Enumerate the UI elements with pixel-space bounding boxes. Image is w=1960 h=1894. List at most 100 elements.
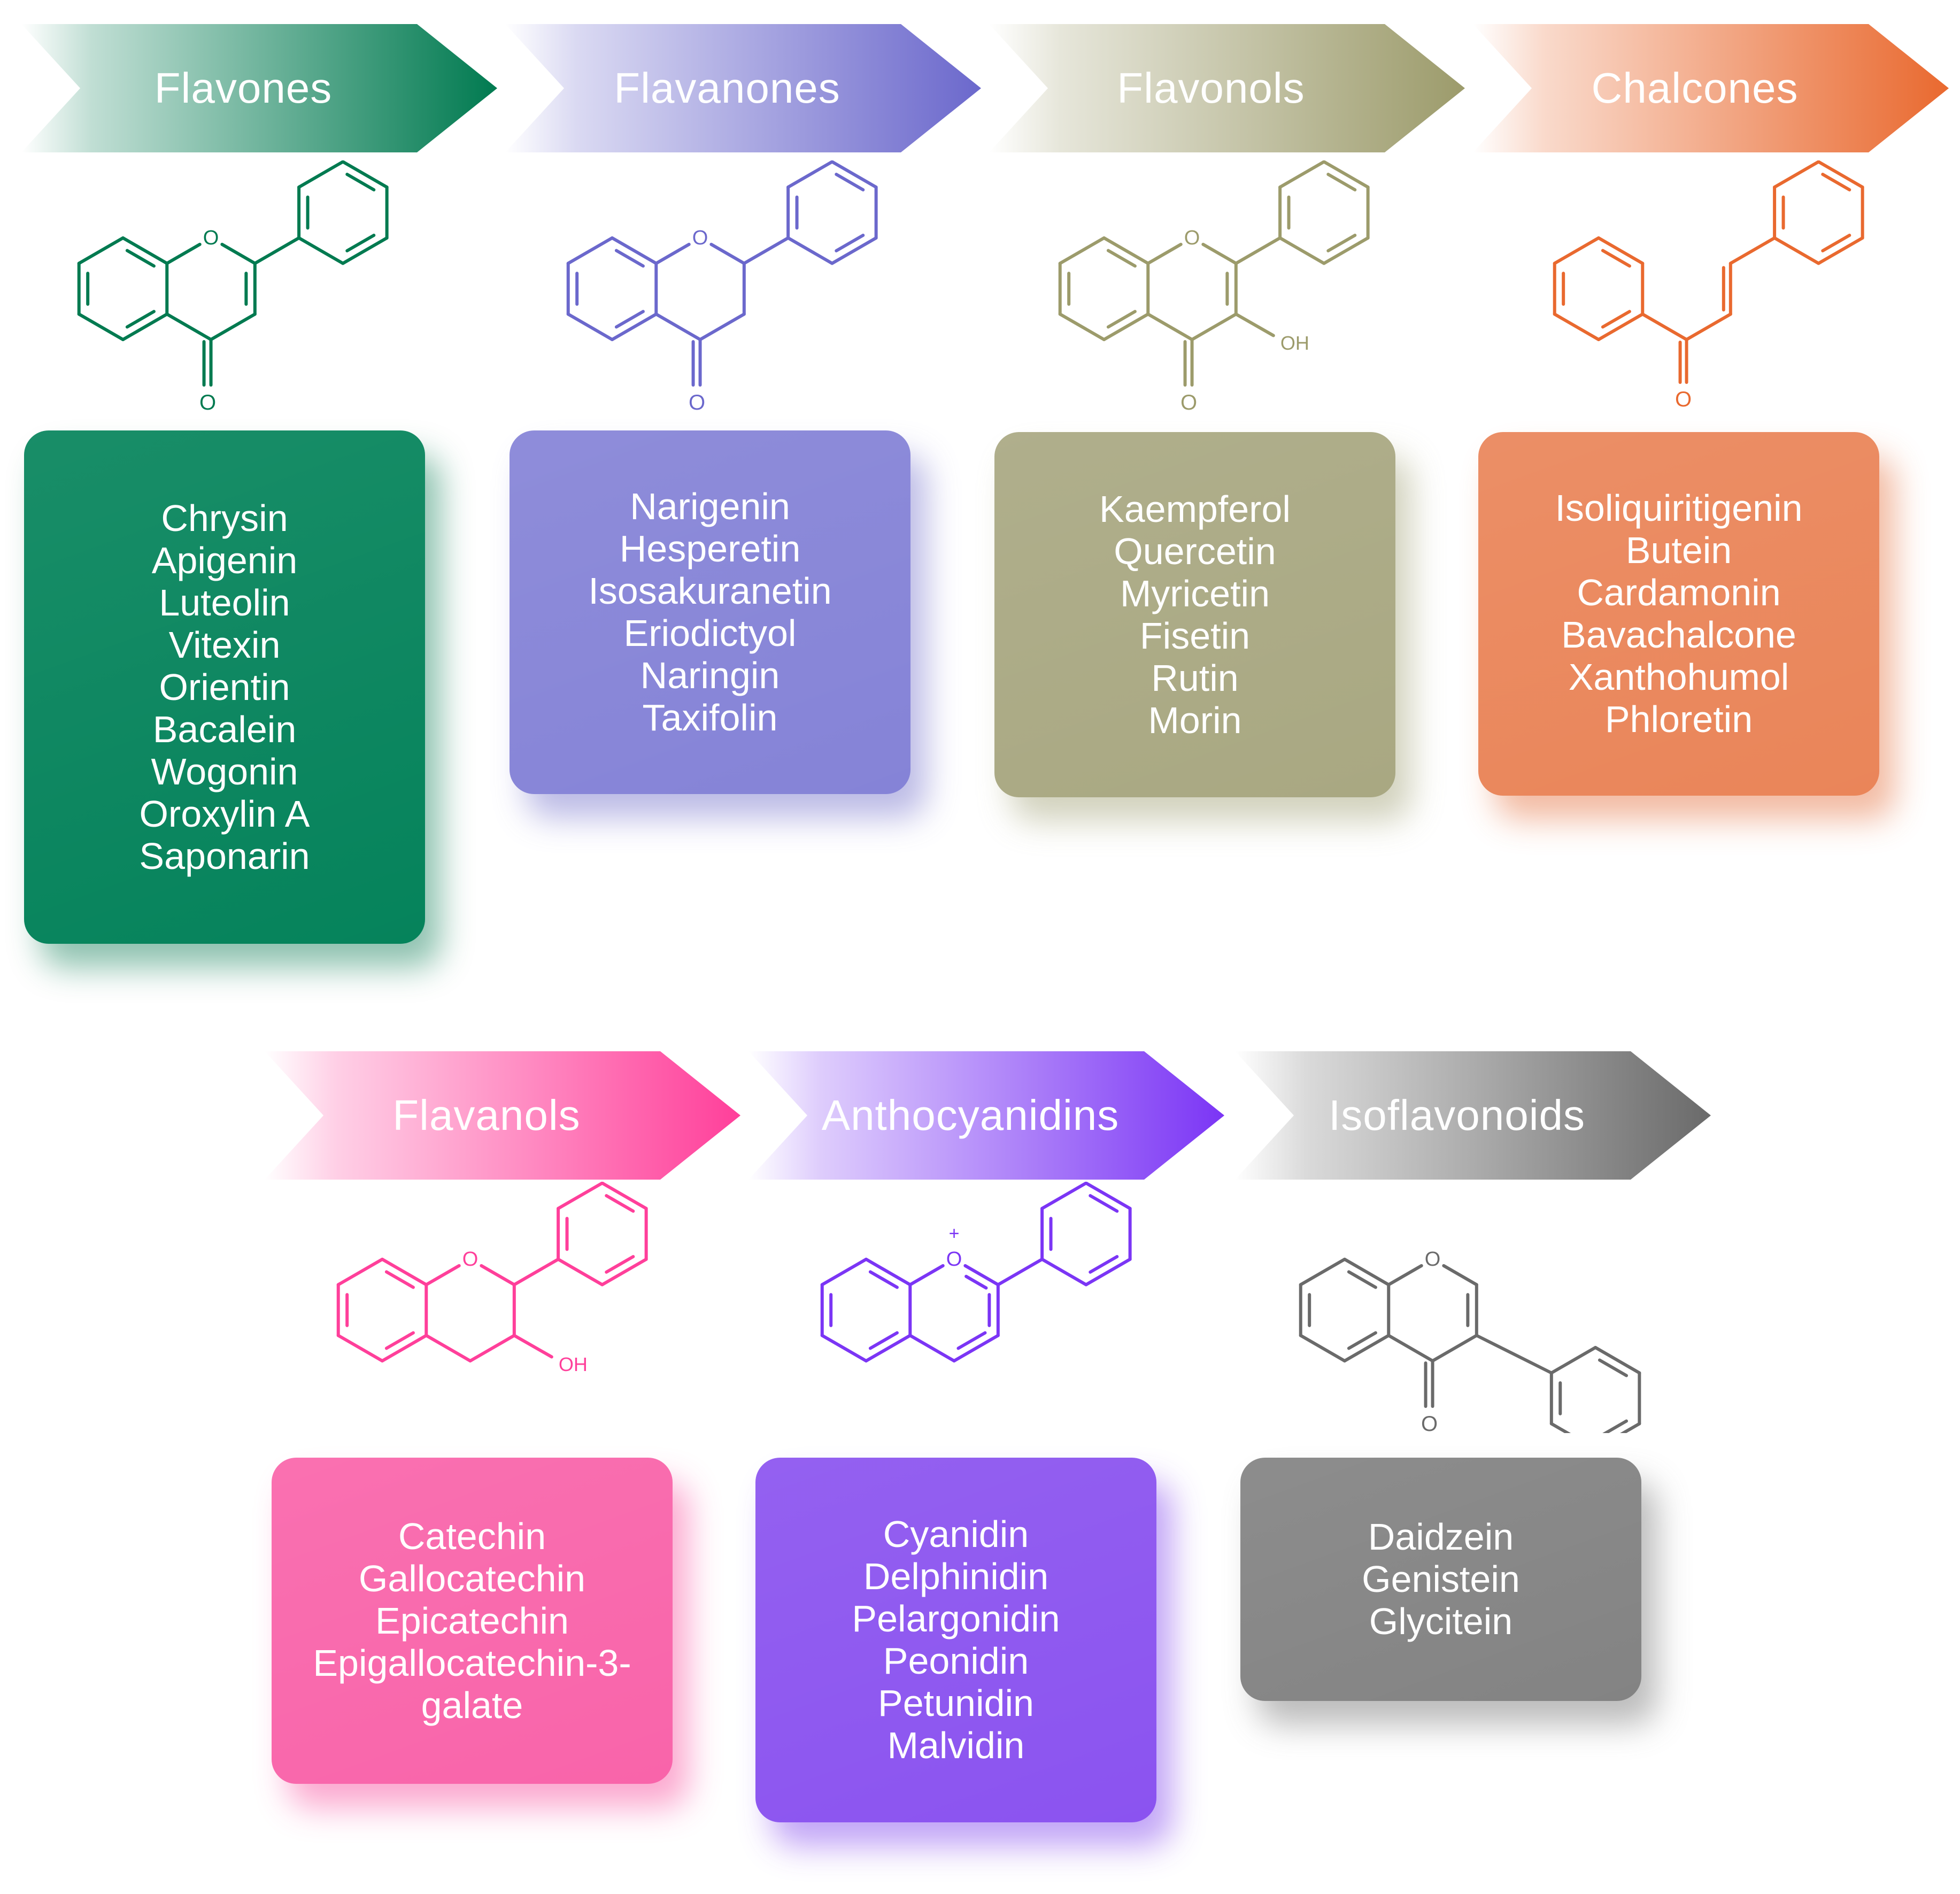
- arrow-shape: [748, 1051, 1224, 1180]
- ring-c-bond: [1190, 312, 1238, 341]
- ring-a-double-bond: [1106, 249, 1137, 268]
- chalcones-structure: O: [1553, 160, 1864, 411]
- ring-c-bond: [165, 312, 213, 341]
- ring-a-bond: [1102, 312, 1150, 341]
- ring-a-bond: [1343, 1258, 1391, 1287]
- compound-name: Pelargonidin: [852, 1598, 1060, 1639]
- ring-b-bond: [600, 1258, 648, 1287]
- compound-name: Morin: [1148, 699, 1242, 741]
- ring-a-bond: [77, 312, 125, 341]
- carbonyl-oxygen: O: [689, 391, 705, 412]
- flavonols-arrow-banner: Flavonols: [989, 24, 1465, 152]
- bond: [1728, 236, 1777, 265]
- bond: [996, 1258, 1044, 1287]
- ring-b-double-bond: [345, 173, 376, 191]
- ring-a-bond: [566, 236, 614, 265]
- compound-name: Saponarin: [139, 835, 310, 877]
- ring-c-bond: [698, 312, 746, 341]
- ring-a-double-bond: [1601, 310, 1631, 329]
- ring-b-bond: [1322, 236, 1370, 265]
- compound-name: Rutin: [1151, 657, 1239, 699]
- compound-name: Butein: [1625, 529, 1732, 571]
- ring-a-bond: [336, 1334, 384, 1362]
- ring-a-bond: [1553, 236, 1600, 265]
- ring-b-bond: [1278, 160, 1326, 189]
- bond: [1641, 312, 1688, 341]
- ring-c-bond: [908, 1334, 956, 1362]
- compound-name: Peonidin: [883, 1640, 1029, 1682]
- category-title: Flavanols: [392, 1091, 581, 1139]
- carbonyl-oxygen: O: [1675, 388, 1692, 411]
- compound-name: Oroxylin A: [139, 792, 310, 835]
- ring-a-double-bond: [125, 310, 156, 329]
- ring-b-double-bond: [1821, 234, 1851, 252]
- ring-a-double-bond: [1347, 1331, 1377, 1350]
- ring-a-double-bond: [614, 249, 645, 268]
- ring-b-double-bond: [835, 173, 865, 191]
- isoflavonoids-structure: OO: [1299, 1248, 1641, 1451]
- ring-b-bond: [1817, 160, 1864, 189]
- flavanones-arrow-banner: Flavanones: [505, 24, 981, 152]
- compound-name: Myricetin: [1120, 572, 1270, 614]
- bond: [742, 236, 790, 265]
- compound-name: Orientin: [159, 666, 290, 708]
- ring-a-bond: [611, 312, 658, 341]
- ring-b-bond: [1322, 160, 1370, 189]
- ring-b-bond: [1549, 1346, 1598, 1375]
- ring-oxygen: O: [203, 227, 219, 249]
- ring-c-bond: [709, 243, 746, 265]
- compound-name: Delphinidin: [863, 1556, 1049, 1597]
- ring-b-double-bond: [1089, 1255, 1119, 1274]
- compound-name: Petunidin: [878, 1682, 1034, 1724]
- ring-oxygen: O: [946, 1248, 962, 1271]
- ring-c-bond: [425, 1264, 461, 1287]
- flavones-structure: OO: [77, 160, 389, 414]
- ring-c-bond: [1146, 243, 1183, 265]
- arrow-shape: [989, 24, 1465, 152]
- compound-name: Taxifolin: [642, 697, 778, 738]
- ring-b-double-bond: [345, 234, 376, 252]
- flavanols-arrow-banner: Flavanols: [265, 1051, 740, 1180]
- anthocyanidins-molecule: O+: [797, 1181, 1182, 1433]
- isoflavonoids-arrow-banner: Isoflavonoids: [1235, 1051, 1711, 1180]
- ring-b-bond: [1549, 1422, 1598, 1451]
- ring-b-bond: [830, 160, 878, 189]
- bond: [512, 1258, 560, 1287]
- hydroxyl-bond: [1234, 312, 1275, 337]
- ring-c-bond: [1387, 1264, 1423, 1287]
- ring-b-bond: [830, 236, 878, 265]
- compound-name: Bacalein: [152, 708, 297, 750]
- ring-b-double-bond: [1821, 173, 1851, 191]
- ring-b-bond: [1817, 236, 1864, 265]
- hydroxyl-bond: [512, 1334, 553, 1359]
- ring-c-bond: [165, 243, 202, 265]
- ring-oxygen: O: [1425, 1248, 1441, 1271]
- category-title: Isoflavonoids: [1329, 1091, 1585, 1139]
- compound-name: Isosakuranetin: [588, 570, 832, 612]
- compound-name: Catechin: [398, 1515, 546, 1557]
- ring-a-double-bond: [868, 1331, 899, 1350]
- chalcones-arrow-banner: Chalcones: [1473, 24, 1949, 152]
- compound-name: Luteolin: [159, 581, 290, 623]
- ring-c-bond: [468, 1334, 516, 1362]
- ring-b-bond: [1594, 1346, 1641, 1375]
- ring-b-bond: [600, 1181, 648, 1210]
- compound-name: Bavachalcone: [1561, 614, 1796, 656]
- ring-b-bond: [1040, 1181, 1088, 1210]
- category-title: Flavanones: [614, 64, 840, 112]
- ring-b-double-bond: [605, 1194, 635, 1213]
- ring-b-double-bond: [1089, 1194, 1119, 1213]
- compound-name: Daidzein: [1368, 1516, 1514, 1558]
- compound-name: Xanthohumol: [1568, 656, 1789, 698]
